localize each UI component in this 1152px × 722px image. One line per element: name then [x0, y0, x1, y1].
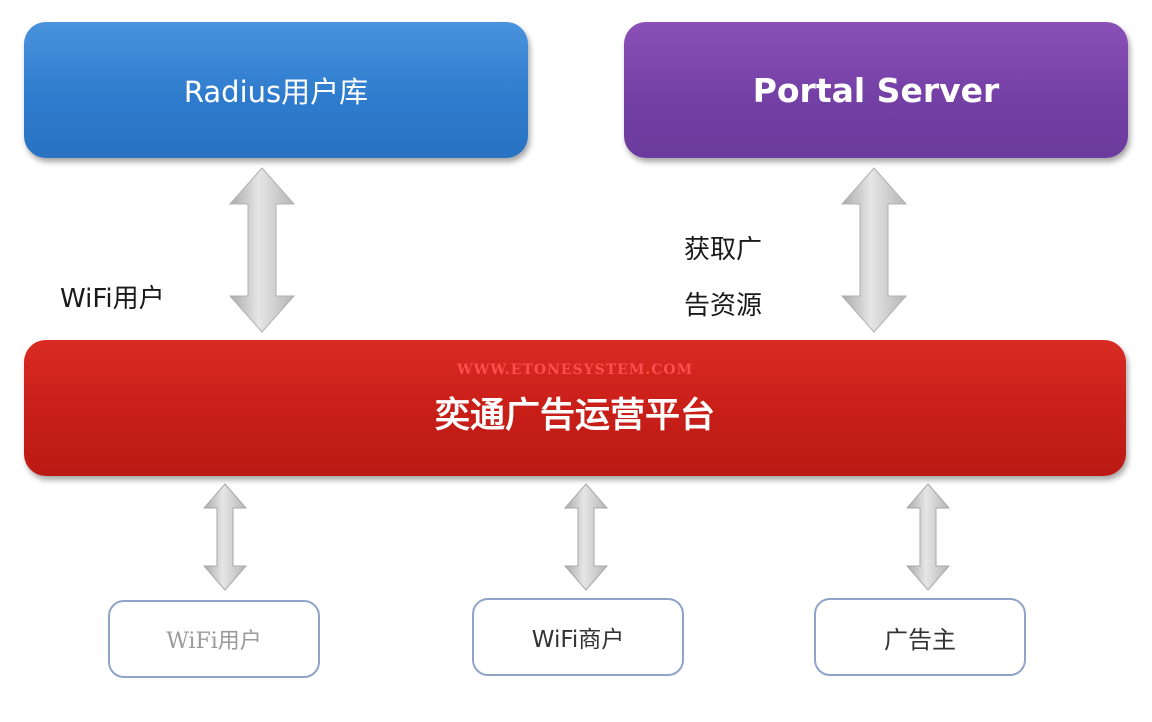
portal-server-label: Portal Server	[752, 70, 1000, 110]
watermark: WWW.ETONESYSTEM.COM	[456, 362, 694, 378]
ad-resource-line2: 告资源	[684, 291, 763, 321]
wifi-merchant-node: WiFi商户	[472, 598, 684, 676]
wifi-user-node-label: WiFi用户	[166, 629, 262, 654]
platform-wifi-merchant-arrow	[563, 483, 609, 591]
portal-platform-arrow	[840, 167, 908, 333]
platform-advertiser-arrow	[905, 483, 951, 591]
wifi-user-flow-label: WiFi用户	[60, 284, 165, 314]
ad-platform-label: 奕通广告运营平台	[434, 395, 715, 436]
advertiser-node: 广告主	[814, 598, 1026, 676]
portal-server-box: Portal Server	[624, 22, 1128, 158]
platform-wifi-user-arrow	[202, 483, 248, 591]
radius-platform-arrow	[228, 167, 296, 333]
wifi-merchant-node-label: WiFi商户	[531, 627, 625, 653]
advertiser-node-label: 广告主	[884, 625, 956, 654]
radius-user-db-label: Radius用户库	[183, 75, 369, 109]
ad-platform-box: WWW.ETONESYSTEM.COM 奕通广告运营平台	[24, 340, 1126, 476]
radius-user-db-box: Radius用户库	[24, 22, 528, 158]
ad-resource-flow-label: 获取广 告资源	[684, 222, 762, 334]
ad-resource-line1: 获取广	[684, 235, 763, 265]
wifi-user-node: WiFi用户	[108, 600, 320, 678]
